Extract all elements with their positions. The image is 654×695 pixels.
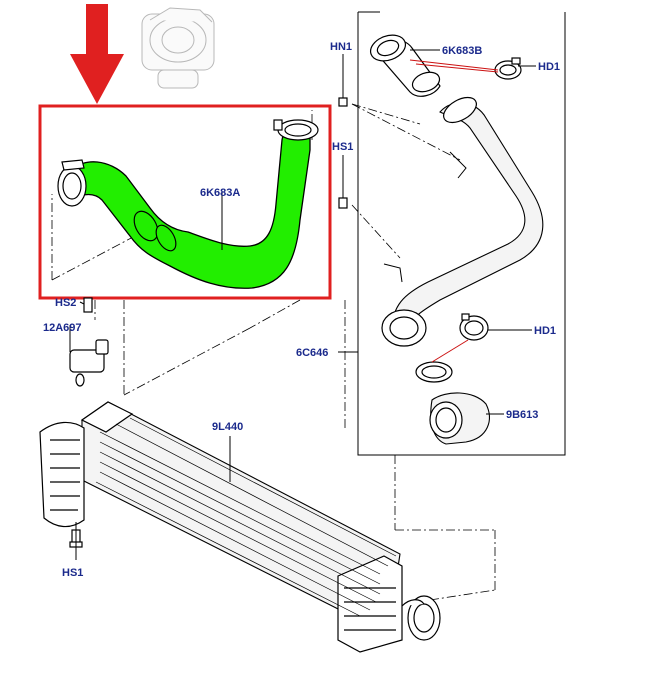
pipe-6c646 [381, 96, 544, 347]
label-connector-9b613: 9B613 [506, 409, 538, 421]
hose-6k683a-highlighted [57, 119, 319, 289]
screw-hs1-lower [69, 522, 83, 560]
throttle-body-ghost [141, 7, 215, 89]
label-hs1-lower: HS1 [62, 567, 83, 579]
label-sensor: 12A697 [43, 322, 82, 334]
sensor-12a697 [69, 334, 109, 387]
clamp-hd1-lower [415, 313, 489, 383]
label-clamp-hd1-lower: HD1 [534, 325, 556, 337]
leader-lines [69, 49, 536, 415]
label-hn1: HN1 [330, 41, 352, 53]
label-pipe-6c646: 6C646 [296, 347, 328, 359]
hose-6k683b [369, 34, 441, 97]
red-leaders [409, 59, 499, 363]
assembly-dashes-left [51, 110, 346, 430]
red-arrow-icon [70, 4, 124, 104]
label-hose-6k683b: 6K683B [442, 45, 482, 57]
screw-hs2 [79, 297, 93, 313]
assembly-dashes-right [351, 103, 496, 601]
intercooler-9l440 [39, 401, 441, 653]
label-hose-6k683a: 6K683A [200, 187, 240, 199]
nut-hn1 [338, 54, 348, 107]
connector-9b613 [429, 392, 490, 445]
label-hs2: HS2 [55, 297, 76, 309]
clamp-hd1-upper [494, 57, 522, 80]
label-intercooler-9l440: 9L440 [212, 421, 243, 433]
highlight-box [38, 104, 332, 300]
label-clamp-hd1-upper: HD1 [538, 61, 560, 73]
screw-hs1-upper [338, 155, 348, 209]
intercooler-fins [95, 417, 397, 617]
label-hs1-upper: HS1 [332, 141, 353, 153]
